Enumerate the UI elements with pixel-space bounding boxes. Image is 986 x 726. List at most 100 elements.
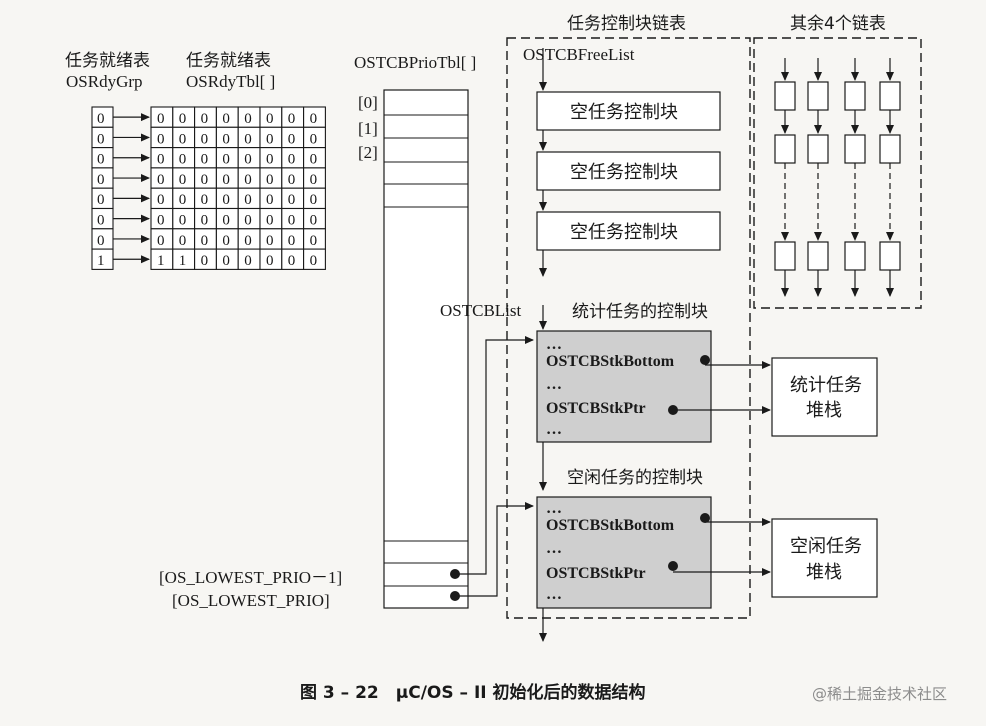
ready-group-bit: 0 [97, 111, 105, 127]
ready-table-bit: 0 [288, 172, 296, 188]
other-lists-frame [753, 37, 922, 309]
stat-tcb-ellipsis-3: … [546, 421, 562, 438]
idle-tcb-ellipsis-2: … [546, 540, 562, 557]
ready-table-cell [303, 248, 326, 270]
other-list-node [807, 81, 829, 111]
ready-table-bit: 0 [266, 192, 274, 208]
ready-table-bit: 0 [179, 111, 187, 127]
ready-table-bit: 0 [157, 213, 165, 229]
ready-table-bit: 0 [244, 213, 252, 229]
empty-tcb-box-1 [536, 91, 721, 131]
ready-table-bit: 0 [222, 213, 230, 229]
ready-table-bit: 1 [179, 253, 187, 269]
ready-table-bit: 0 [201, 131, 209, 147]
stat-stack-line2: 堆栈 [806, 400, 842, 421]
ready-table-bit: 0 [222, 111, 230, 127]
figure-caption: 图 3 – 22 μC/OS – II 初始化后的数据结构 [300, 682, 646, 703]
ready-table-bit: 0 [179, 152, 187, 168]
ready-table-bit: 0 [201, 213, 209, 229]
ready-tbl-name: OSRdyTbl[ ] [186, 72, 275, 91]
ready-table-bit: 0 [310, 131, 318, 147]
empty-tcb-label-2: 空任务控制块 [570, 162, 678, 183]
ready-table-bit: 0 [244, 152, 252, 168]
idle-tcb-title: 空闲任务的控制块 [567, 468, 703, 488]
ready-table-bit: 0 [179, 192, 187, 208]
idle-tcb-box [536, 496, 712, 609]
idle-stack-box [771, 518, 878, 598]
stat-stack-line1: 统计任务 [790, 375, 862, 396]
other-list-node [844, 134, 866, 164]
ready-table-bit: 0 [288, 152, 296, 168]
ready-table-bit: 0 [310, 213, 318, 229]
ready-table-bit: 0 [201, 233, 209, 249]
other-list-node [807, 134, 829, 164]
ready-table-bit: 0 [266, 213, 274, 229]
empty-tcb-label-1: 空任务控制块 [570, 102, 678, 123]
stat-tcb-ellipsis-2: … [546, 376, 562, 393]
other-list-node [879, 241, 901, 271]
ready-table-bit: 0 [266, 233, 274, 249]
ready-table-bit: 0 [310, 152, 318, 168]
lowest-label: [OS_LOWEST_PRIO] [172, 591, 330, 610]
free-list-label: OSTCBFreeList [523, 45, 635, 64]
ready-table-bit: 0 [310, 253, 318, 269]
ready-table-bit: 0 [288, 253, 296, 269]
stat-tcb-box [536, 330, 712, 443]
tcb-chain-frame [506, 37, 751, 619]
ready-table-bit: 0 [266, 253, 274, 269]
ready-table-bit: 0 [201, 172, 209, 188]
idle-tcb-ellipsis-3: … [546, 586, 562, 603]
ready-table-bit: 0 [201, 111, 209, 127]
ready-table-bit: 0 [179, 131, 187, 147]
ready-table-bit: 0 [266, 111, 274, 127]
ready-table-bit: 0 [179, 233, 187, 249]
other-list-node [807, 241, 829, 271]
prio-tbl-name: OSTCBPrioTbl[ ] [354, 53, 476, 72]
stat-stack-box [771, 357, 878, 437]
ready-table-bit: 0 [157, 172, 165, 188]
ready-group-bit: 1 [97, 253, 105, 269]
ready-table-bit: 0 [244, 131, 252, 147]
ready-table-bit: 0 [288, 233, 296, 249]
empty-tcb-box-2 [536, 151, 721, 191]
ready-table-bit: 0 [201, 192, 209, 208]
ready-table-bit: 0 [179, 213, 187, 229]
stat-stk-bottom-field: OSTCBStkBottom [546, 353, 675, 370]
ready-table-bit: 0 [288, 213, 296, 229]
tcb-list-label: OSTCBList [440, 301, 522, 320]
empty-tcb-box-3 [536, 211, 721, 251]
ready-table-bit: 0 [244, 253, 252, 269]
ready-table-bit: 0 [266, 152, 274, 168]
prio-index-1: [1] [358, 119, 378, 138]
ready-table-bit: 0 [266, 131, 274, 147]
ready-group-bit: 0 [97, 172, 105, 188]
other-lists-title: 其余4个链表 [790, 14, 886, 34]
other-list-node [879, 134, 901, 164]
ready-group-bit: 0 [97, 233, 105, 249]
prio-index-0: [0] [358, 93, 378, 112]
ready-table-bit: 0 [288, 111, 296, 127]
prio-table [383, 89, 469, 609]
ready-grp-title: 任务就绪表 [65, 51, 150, 71]
stat-tcb-ellipsis-1: … [546, 336, 562, 353]
other-list-node [844, 241, 866, 271]
ready-table-bit: 0 [222, 131, 230, 147]
ready-grp-name: OSRdyGrp [66, 72, 143, 91]
idle-stk-ptr-field: OSTCBStkPtr [546, 565, 646, 582]
ready-table-bit: 0 [310, 172, 318, 188]
ready-table-bit: 0 [310, 192, 318, 208]
ready-group-bit: 0 [97, 131, 105, 147]
ready-table-bit: 0 [222, 233, 230, 249]
other-list-node [774, 134, 796, 164]
ready-table-bit: 0 [266, 172, 274, 188]
stat-tcb-title: 统计任务的控制块 [572, 302, 708, 322]
ready-table-bit: 0 [201, 253, 209, 269]
idle-stack-line1: 空闲任务 [790, 536, 862, 557]
watermark: @稀土掘金技术社区 [812, 685, 947, 703]
ready-table-bit: 0 [179, 172, 187, 188]
ready-group-bit: 0 [97, 192, 105, 208]
ready-group-bit: 0 [97, 213, 105, 229]
